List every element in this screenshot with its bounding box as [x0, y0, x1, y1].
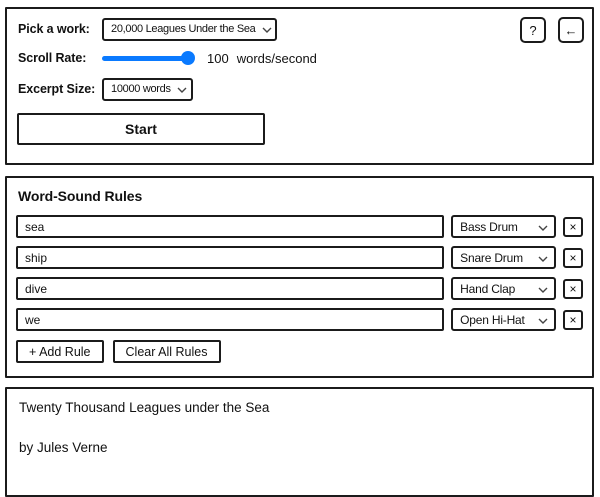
pick-work-label: Pick a work: — [18, 22, 90, 36]
rule-word-input[interactable] — [16, 246, 445, 269]
rule-sound-select[interactable]: Bass Drum — [451, 215, 556, 238]
book-title: Twenty Thousand Leagues under the Sea — [19, 400, 270, 415]
scroll-rate-slider[interactable] — [102, 49, 195, 67]
rule-row: Bass Drum × — [16, 215, 583, 238]
pick-work-value: 20,000 Leagues Under the Sea — [111, 23, 256, 35]
slider-track — [102, 56, 194, 61]
help-button[interactable]: ? — [520, 17, 546, 43]
excerpt-size-label: Excerpt Size: — [18, 82, 96, 96]
excerpt-size-value: 10000 words — [111, 83, 171, 95]
chevron-down-icon — [532, 249, 548, 267]
remove-rule-button[interactable]: × — [563, 278, 583, 299]
excerpt-size-select[interactable]: 10000 words — [102, 77, 193, 101]
rule-sound-select[interactable]: Hand Clap — [451, 277, 556, 300]
chevron-down-icon — [171, 80, 187, 98]
rule-sound-value: Bass Drum — [460, 219, 518, 234]
controls-panel: Pick a work: 20,000 Leagues Under the Se… — [5, 7, 594, 165]
scroll-rate-value: 100 — [207, 50, 229, 66]
pick-work-row: Pick a work: 20,000 Leagues Under the Se… — [18, 17, 277, 41]
rule-sound-select[interactable]: Open Hi-Hat — [451, 308, 556, 331]
scroll-rate-label: Scroll Rate: — [18, 51, 87, 65]
rule-word-input[interactable] — [16, 277, 445, 300]
pick-work-select[interactable]: 20,000 Leagues Under the Sea — [102, 17, 277, 41]
rule-word-input[interactable] — [16, 308, 445, 331]
reader-panel: Twenty Thousand Leagues under the Sea by… — [5, 387, 594, 497]
chevron-down-icon — [532, 311, 548, 329]
remove-rule-button[interactable]: × — [563, 247, 583, 268]
rule-sound-value: Snare Drum — [460, 250, 523, 265]
start-button[interactable]: Start — [17, 113, 265, 145]
rules-actions: + Add Rule Clear All Rules — [16, 340, 221, 363]
rule-row: Hand Clap × — [16, 277, 583, 300]
scroll-rate-row: Scroll Rate: 100 words/second — [18, 49, 317, 67]
rule-sound-value: Hand Clap — [460, 281, 516, 296]
chevron-down-icon — [532, 218, 548, 236]
slider-thumb[interactable] — [181, 51, 195, 65]
rule-sound-select[interactable]: Snare Drum — [451, 246, 556, 269]
rule-row: Open Hi-Hat × — [16, 308, 583, 331]
back-button[interactable]: ← — [558, 17, 584, 43]
remove-rule-button[interactable]: × — [563, 309, 583, 330]
chevron-down-icon — [532, 280, 548, 298]
book-author: by Jules Verne — [19, 440, 108, 455]
excerpt-size-row: Excerpt Size: 10000 words — [18, 77, 193, 101]
rule-sound-value: Open Hi-Hat — [460, 312, 525, 327]
clear-all-rules-button[interactable]: Clear All Rules — [112, 340, 221, 363]
rule-word-input[interactable] — [16, 215, 445, 238]
chevron-down-icon — [256, 20, 272, 38]
rules-panel-title: Word-Sound Rules — [18, 188, 143, 204]
add-rule-button[interactable]: + Add Rule — [16, 340, 104, 363]
word-sound-rules-panel: Word-Sound Rules Bass Drum × Snare Drum … — [5, 176, 594, 378]
scroll-rate-unit: words/second — [236, 50, 317, 66]
rule-row: Snare Drum × — [16, 246, 583, 269]
remove-rule-button[interactable]: × — [563, 216, 583, 237]
